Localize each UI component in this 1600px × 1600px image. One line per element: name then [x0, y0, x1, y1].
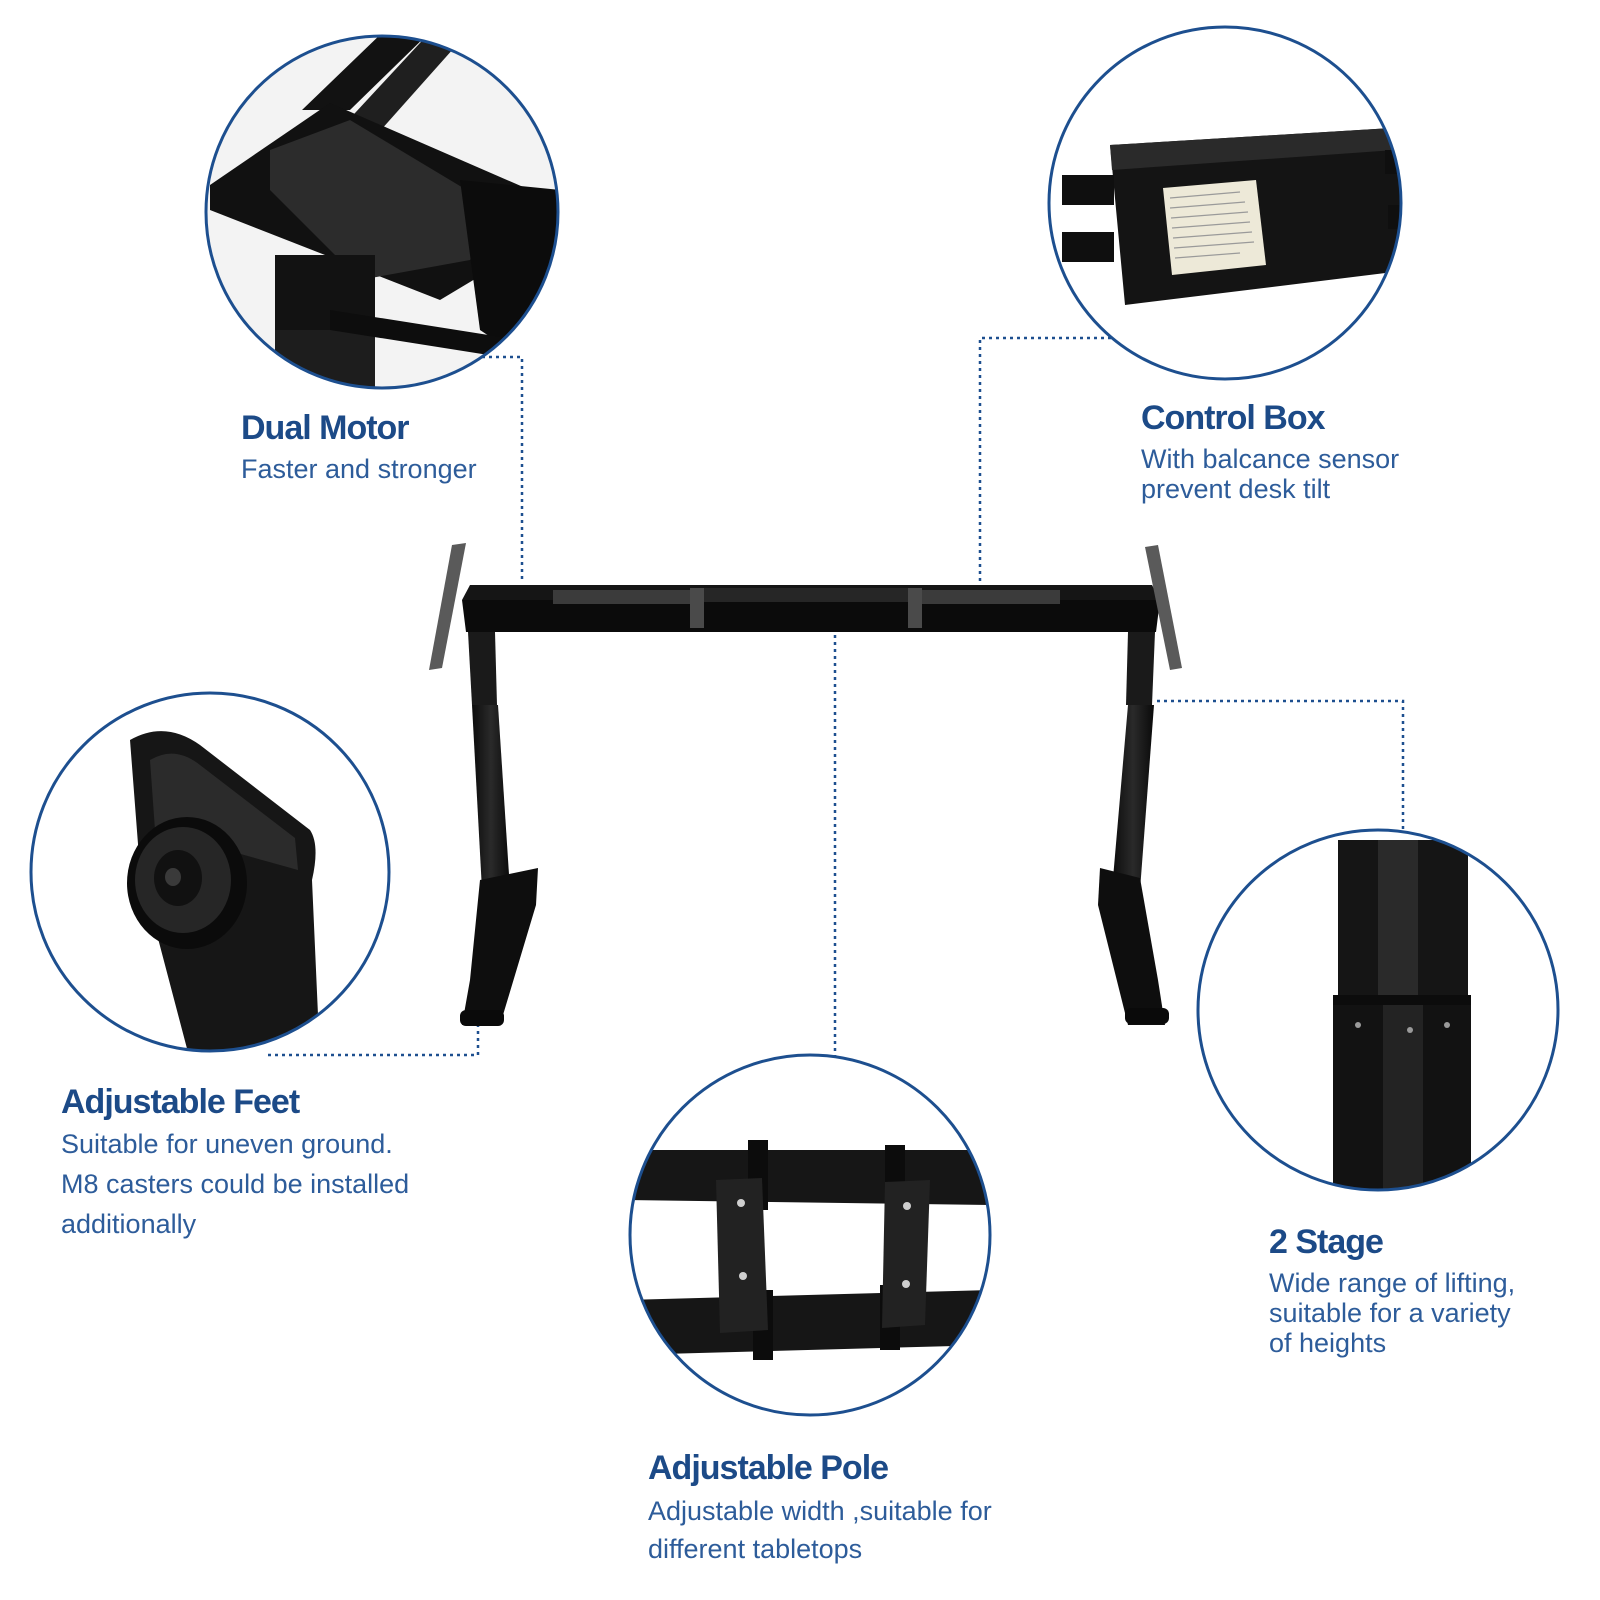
feature-dual-motor: Dual Motor Faster and stronger [241, 408, 477, 484]
feature-dual-motor-title: Dual Motor [241, 409, 410, 447]
feature-adjustable-pole-title: Adjustable Pole [648, 1449, 889, 1487]
feature-dual-motor-description: Faster and stronger [241, 454, 477, 484]
feature-control-box-title: Control Box [1141, 399, 1326, 437]
feature-adjustable-feet: Adjustable Feet Suitable for uneven grou… [61, 1082, 409, 1244]
control-box-detail-icon [1047, 25, 1403, 381]
desk-frame-icon [429, 543, 1182, 1026]
motor-detail-icon [204, 34, 560, 390]
leader-two-stage [1157, 699, 1405, 836]
feature-control-box: Control Box With balcance sensor prevent… [1141, 398, 1399, 504]
two-stage-leg-detail-icon [1196, 828, 1560, 1192]
crossbar-detail-icon [628, 1053, 992, 1417]
feature-control-box-description: With balcance sensor prevent desk tilt [1141, 444, 1400, 504]
adjustable-foot-detail-icon [29, 691, 391, 1053]
feature-adjustable-pole: Adjustable Pole Adjustable width ,suitab… [648, 1448, 992, 1568]
leader-lines [268, 336, 1405, 1070]
feature-two-stage: 2 Stage Wide range of lifting, suitable … [1269, 1222, 1515, 1358]
feature-two-stage-description: Wide range of lifting, suitable for a va… [1269, 1268, 1516, 1358]
feature-adjustable-pole-description: Adjustable width ,suitable for different… [648, 1496, 992, 1564]
leader-adjustable-feet [268, 1025, 480, 1057]
feature-adjustable-feet-description: Suitable for uneven ground. M8 casters c… [61, 1129, 410, 1239]
feature-adjustable-feet-title: Adjustable Feet [61, 1083, 300, 1121]
leader-control-box [978, 336, 1125, 583]
leader-dual-motor [475, 355, 524, 583]
feature-two-stage-title: 2 Stage [1269, 1223, 1384, 1261]
